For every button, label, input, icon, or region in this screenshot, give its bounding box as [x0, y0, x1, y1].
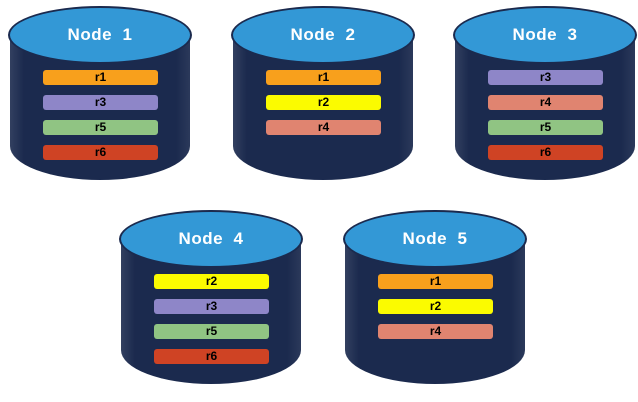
cylinder-top-ellipse: Node 2 [231, 6, 415, 64]
record-list: r2 r3 r5 r6 [154, 274, 269, 364]
node-title: Node 4 [178, 228, 244, 248]
record-bar[interactable]: r4 [266, 120, 381, 135]
database-cylinder-node-1[interactable]: r1 r3 r5 r6 Node 1 [8, 6, 192, 184]
record-list: r1 r2 r4 [266, 70, 381, 135]
record-bar[interactable]: r5 [488, 120, 603, 135]
node-title: Node 3 [512, 24, 578, 44]
record-bar[interactable]: r6 [488, 145, 603, 160]
record-bar[interactable]: r1 [378, 274, 493, 289]
record-bar[interactable]: r1 [266, 70, 381, 85]
record-list: r1 r2 r4 [378, 274, 493, 339]
record-bar[interactable]: r4 [378, 324, 493, 339]
cylinder-top-ellipse: Node 3 [453, 6, 637, 64]
cylinder-top-ellipse: Node 4 [119, 210, 303, 268]
record-bar[interactable]: r1 [43, 70, 158, 85]
record-bar[interactable]: r3 [43, 95, 158, 110]
node-title: Node 2 [290, 24, 356, 44]
node-title: Node 5 [402, 228, 468, 248]
record-bar[interactable]: r3 [488, 70, 603, 85]
cylinder-top-ellipse: Node 1 [8, 6, 192, 64]
record-bar[interactable]: r3 [154, 299, 269, 314]
node-title: Node 1 [67, 24, 133, 44]
record-bar[interactable]: r6 [43, 145, 158, 160]
record-bar[interactable]: r2 [378, 299, 493, 314]
cylinder-top-ellipse: Node 5 [343, 210, 527, 268]
database-cylinder-node-5[interactable]: r1 r2 r4 Node 5 [343, 210, 527, 388]
record-list: r1 r3 r5 r6 [43, 70, 158, 160]
record-bar[interactable]: r5 [43, 120, 158, 135]
database-cylinder-node-2[interactable]: r1 r2 r4 Node 2 [231, 6, 415, 184]
record-bar[interactable]: r5 [154, 324, 269, 339]
record-bar[interactable]: r2 [154, 274, 269, 289]
database-cylinder-node-4[interactable]: r2 r3 r5 r6 Node 4 [119, 210, 303, 388]
record-bar[interactable]: r6 [154, 349, 269, 364]
database-cylinder-node-3[interactable]: r3 r4 r5 r6 Node 3 [453, 6, 637, 184]
record-list: r3 r4 r5 r6 [488, 70, 603, 160]
record-bar[interactable]: r4 [488, 95, 603, 110]
record-bar[interactable]: r2 [266, 95, 381, 110]
